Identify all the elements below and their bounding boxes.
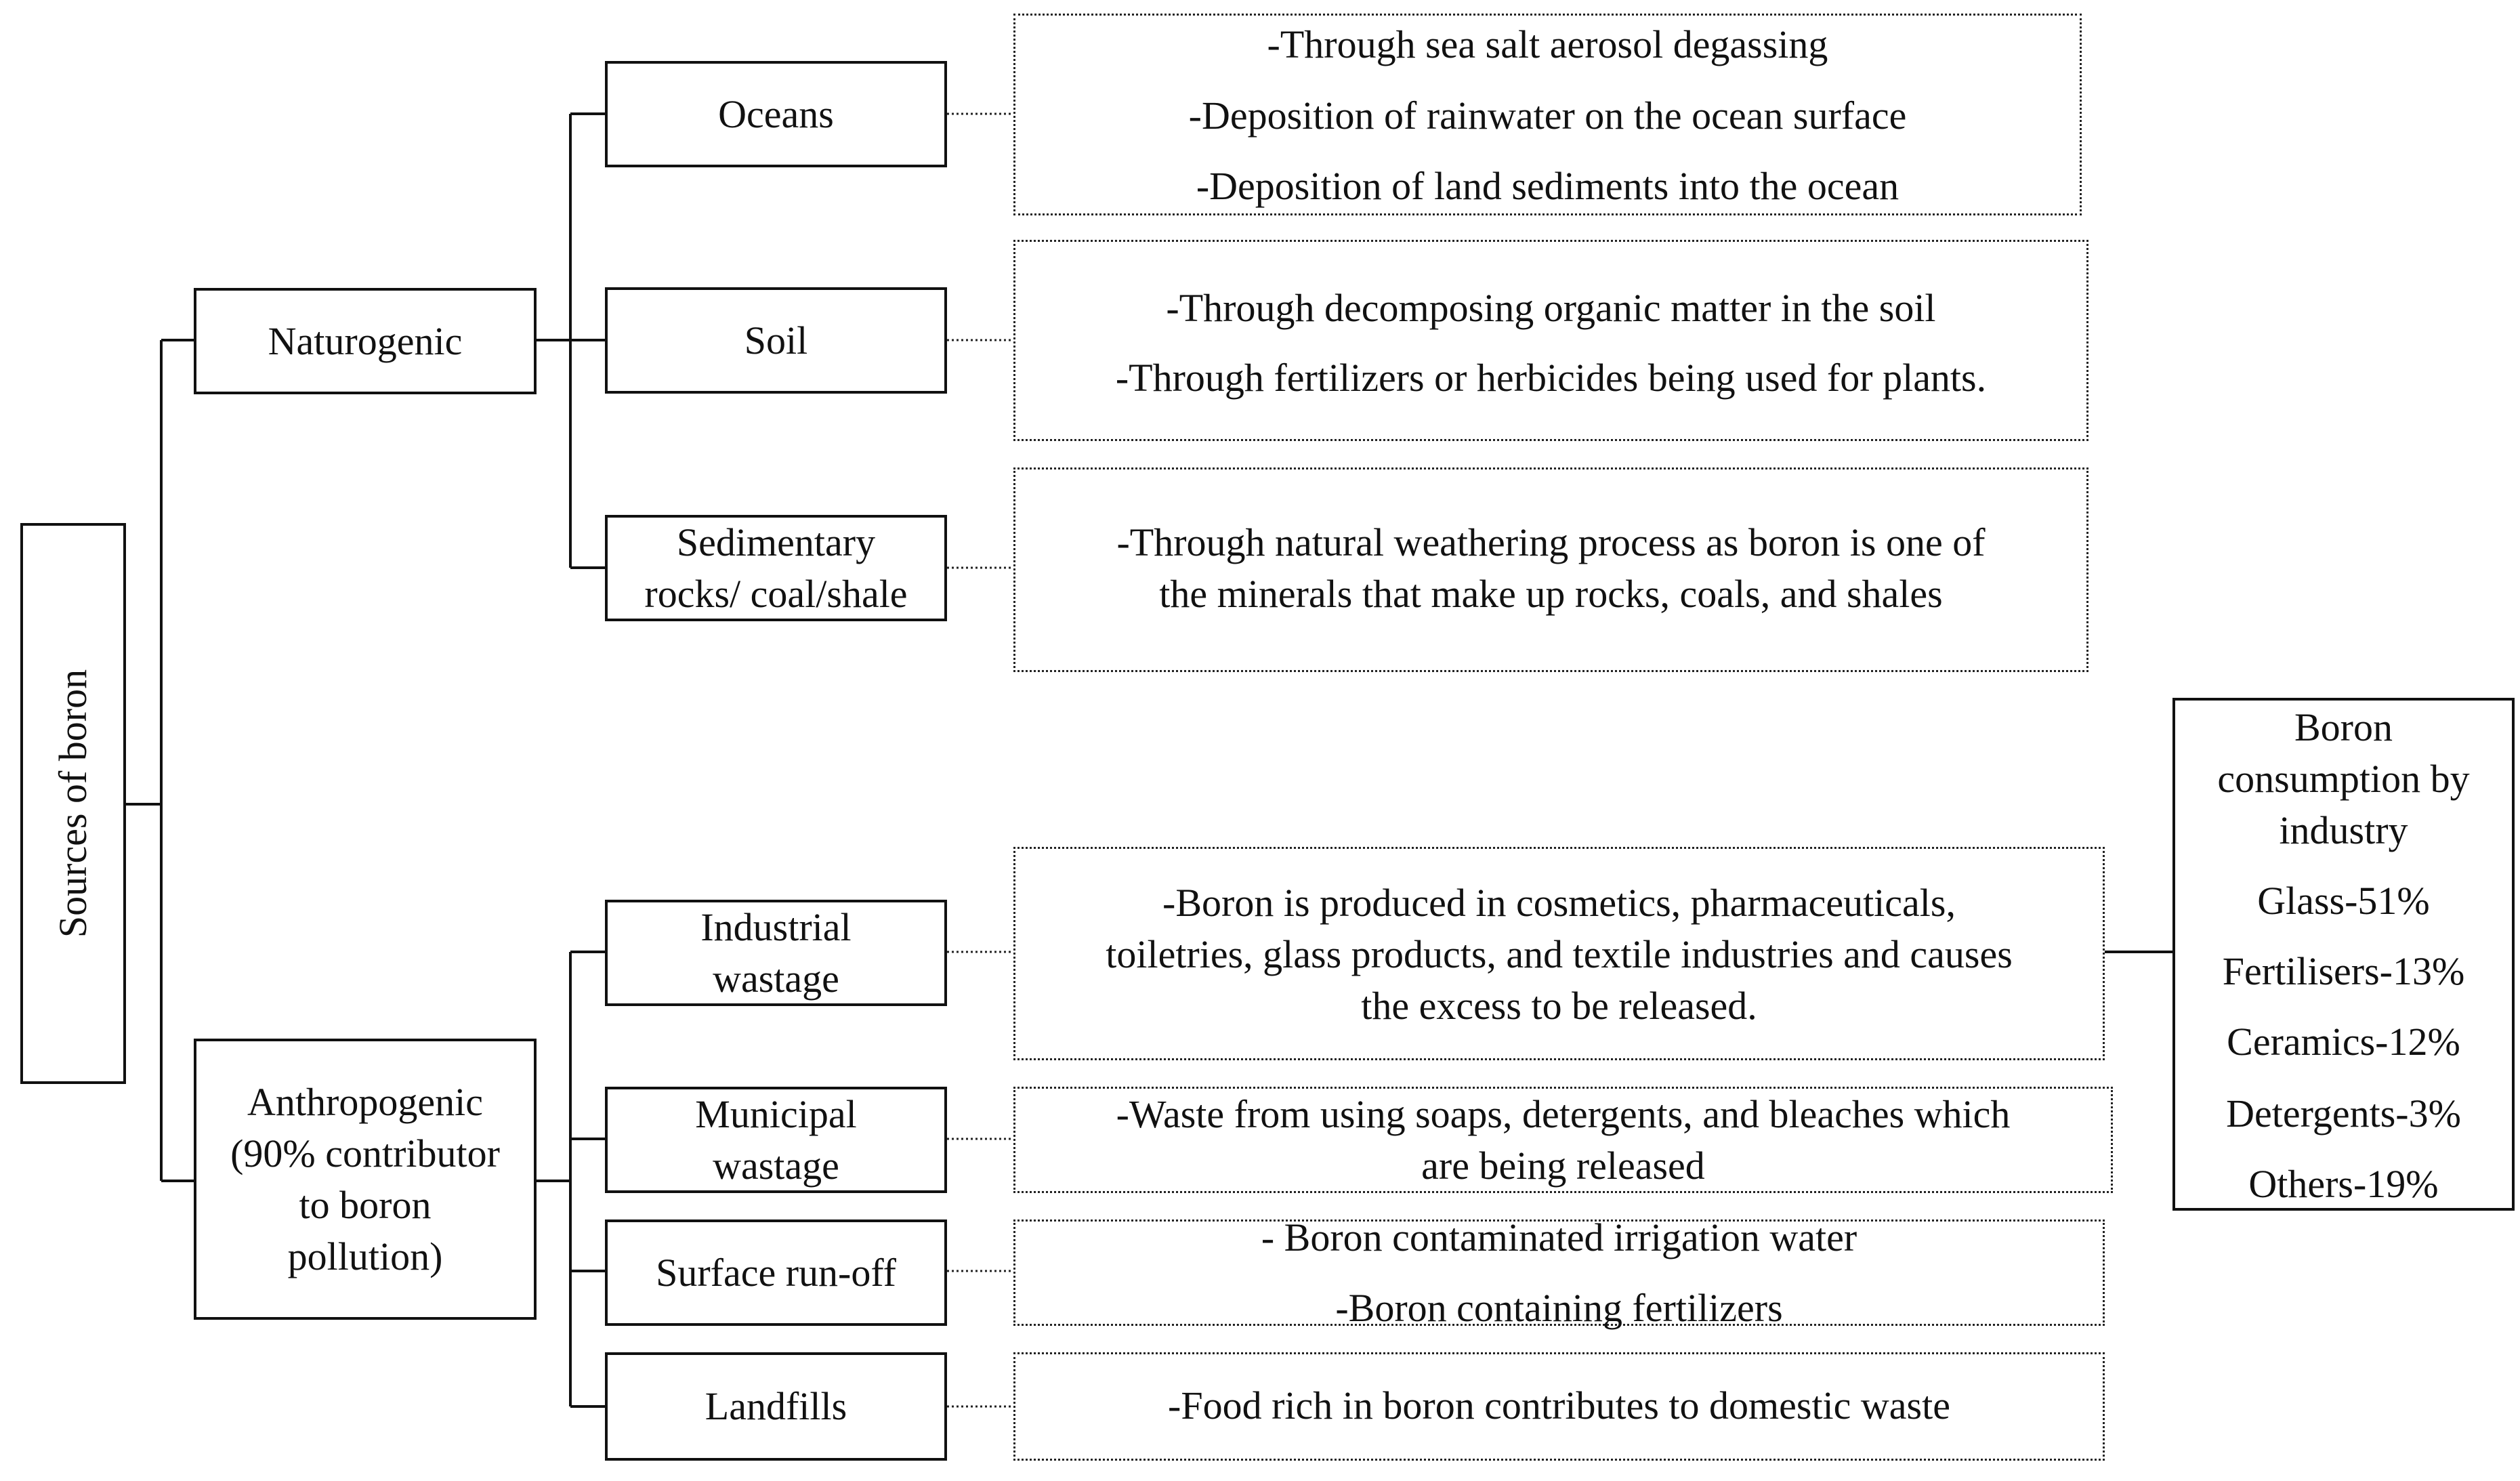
municipal-label-line: Municipal: [695, 1091, 857, 1136]
industrial-wastage-node: Industrial wastage: [605, 900, 947, 1006]
industrial-details: -Boron is produced in cosmetics, pharmac…: [1013, 847, 2105, 1060]
anthropogenic-label-line: (90% contributor: [230, 1131, 500, 1175]
oceans-details: -Through sea salt aerosol degassing -Dep…: [1013, 14, 2082, 215]
oceans-label: Oceans: [718, 91, 834, 136]
consumption-item: Others-19%: [2248, 1162, 2439, 1206]
root-label: Sources of boron: [51, 669, 95, 938]
sedimentary-rocks-node: Sedimentary rocks/ coal/shale: [605, 515, 947, 621]
detail-line: -Through natural weathering process as b…: [1116, 520, 1986, 564]
consumption-box: Boron consumption by industry Glass-51% …: [2172, 698, 2515, 1211]
detail-line: -Deposition of rainwater on the ocean su…: [1188, 93, 1907, 138]
municipal-wastage-node: Municipal wastage: [605, 1087, 947, 1193]
naturogenic-label: Naturogenic: [268, 318, 463, 363]
detail-line: the minerals that make up rocks, coals, …: [1159, 572, 1943, 616]
detail-line: -Through fertilizers or herbicides being…: [1115, 356, 1987, 400]
consumption-item: Glass-51%: [2257, 879, 2430, 923]
soil-node: Soil: [605, 287, 947, 394]
industrial-label-line: Industrial: [700, 904, 852, 949]
anthropogenic-node: Anthropogenic (90% contributor to boron …: [194, 1039, 537, 1320]
soil-details: -Through decomposing organic matter in t…: [1013, 240, 2088, 441]
detail-line: -Waste from using soaps, detergents, and…: [1116, 1092, 2011, 1136]
anthropogenic-label-line: to boron: [299, 1182, 432, 1227]
sedimentary-label-line: rocks/ coal/shale: [644, 571, 908, 616]
root-node: Sources of boron: [20, 523, 126, 1084]
detail-line: the excess to be released.: [1361, 984, 1757, 1028]
detail-line: -Deposition of land sediments into the o…: [1196, 164, 1899, 208]
surface-runoff-label: Surface run-off: [656, 1250, 896, 1295]
detail-line: -Boron is produced in cosmetics, pharmac…: [1162, 881, 1956, 925]
detail-line: -Boron containing fertilizers: [1335, 1286, 1783, 1330]
detail-line: -Through decomposing organic matter in t…: [1166, 286, 1936, 330]
oceans-node: Oceans: [605, 61, 947, 167]
consumption-item: Ceramics-12%: [2227, 1020, 2460, 1064]
detail-line: -Through sea salt aerosol degassing: [1267, 22, 1828, 66]
consumption-item: Detergents-3%: [2226, 1091, 2461, 1135]
landfills-label: Landfills: [705, 1384, 847, 1428]
detail-line: toiletries, glass products, and textile …: [1106, 932, 2013, 976]
detail-line: -Food rich in boron contributes to domes…: [1168, 1383, 1950, 1427]
detail-line: - Boron contaminated irrigation water: [1261, 1215, 1857, 1259]
consumption-title-line: consumption by: [2217, 757, 2470, 801]
consumption-title-line: Boron: [2294, 705, 2393, 749]
anthropogenic-label-line: Anthropogenic: [247, 1079, 483, 1124]
consumption-title-line: industry: [2279, 808, 2408, 852]
consumption-item: Fertilisers-13%: [2222, 949, 2465, 993]
sedimentary-label-line: Sedimentary: [676, 520, 876, 564]
landfills-details: -Food rich in boron contributes to domes…: [1013, 1352, 2105, 1461]
naturogenic-node: Naturogenic: [194, 288, 537, 394]
municipal-label-line: wastage: [713, 1143, 839, 1188]
soil-label: Soil: [744, 318, 808, 362]
anthropogenic-label-line: pollution): [287, 1234, 443, 1278]
municipal-details: -Waste from using soaps, detergents, and…: [1013, 1087, 2113, 1193]
surface-runoff-node: Surface run-off: [605, 1219, 947, 1326]
detail-line: are being released: [1421, 1144, 1705, 1188]
industrial-label-line: wastage: [713, 956, 839, 1001]
landfills-node: Landfills: [605, 1352, 947, 1461]
surface-runoff-details: - Boron contaminated irrigation water -B…: [1013, 1215, 2105, 1330]
sedimentary-details: -Through natural weathering process as b…: [1013, 467, 2088, 672]
